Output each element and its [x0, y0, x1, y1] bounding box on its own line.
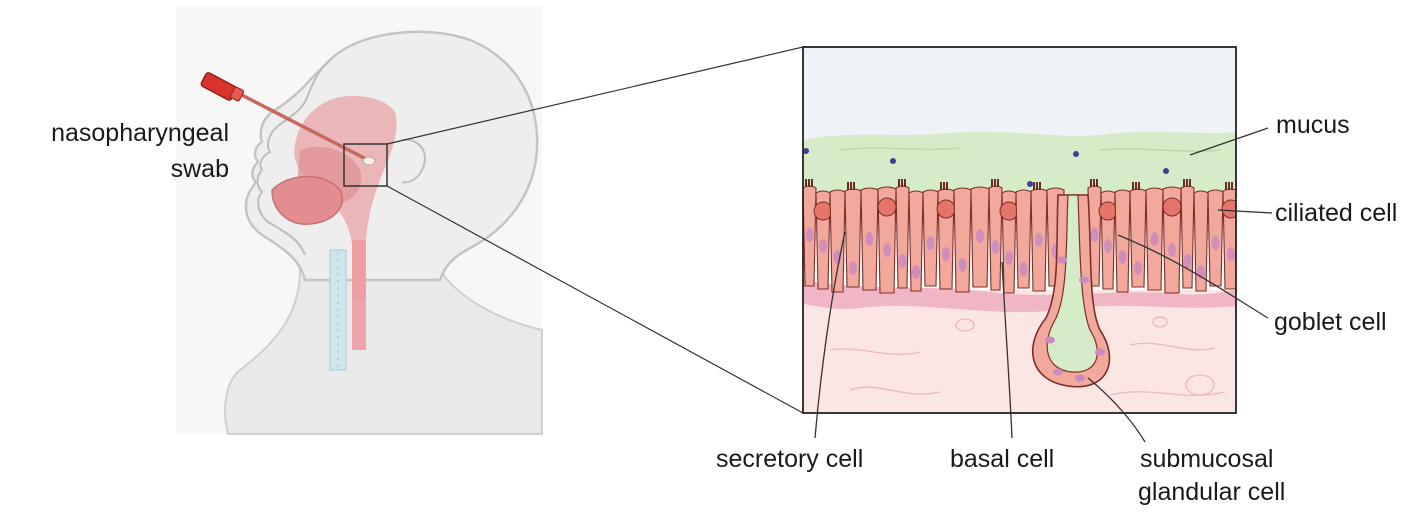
label-nasopharyngeal-line2: swab	[171, 155, 229, 183]
gland-nucleus	[1095, 349, 1105, 356]
epithelium-left-nucleus	[959, 258, 967, 272]
goblet-granule	[1163, 198, 1181, 216]
goblet-granule	[1099, 202, 1117, 220]
particle-dot	[890, 158, 896, 164]
particle-dot	[1027, 181, 1033, 187]
goblet-granule	[878, 198, 896, 216]
epithelium-left-cell	[989, 186, 1002, 290]
epithelium-right-nucleus	[1184, 254, 1192, 268]
goblet-granule	[814, 202, 832, 220]
epithelium-left-nucleus	[976, 229, 984, 243]
epithelium-right-nucleus	[1104, 239, 1112, 253]
label-nasopharyngeal-line1: nasopharyngeal	[51, 119, 229, 147]
gland-nucleus	[1075, 375, 1085, 382]
epithelium-left-nucleus	[883, 243, 891, 257]
epithelium-left-nucleus	[806, 228, 814, 242]
particle-dot	[803, 148, 809, 154]
epithelium-right-nucleus	[1151, 232, 1159, 246]
gland-nucleus	[1057, 257, 1067, 264]
epithelium-right-nucleus	[1091, 228, 1099, 242]
particle-dot	[1073, 151, 1079, 157]
epithelium-right-nucleus	[1168, 243, 1176, 257]
epithelium-right-nucleus	[1212, 236, 1220, 250]
epithelium-right-cell	[1115, 190, 1130, 292]
epithelium-left-cell	[954, 188, 971, 292]
label-goblet-cell: goblet cell	[1274, 308, 1387, 336]
goblet-granule	[937, 200, 955, 218]
epithelium-left-nucleus	[912, 265, 920, 279]
label-submucosal-line2: glandular cell	[1138, 478, 1285, 506]
epithelium-right-nucleus	[1134, 261, 1142, 275]
gland-nucleus	[1045, 337, 1055, 344]
epithelium-left-nucleus	[819, 239, 827, 253]
head-illustration	[176, 6, 542, 434]
label-basal-cell: basal cell	[950, 445, 1054, 473]
goblet-granule	[1000, 202, 1018, 220]
label-secretory-cell: secretory cell	[716, 445, 863, 473]
tissue-inset	[803, 47, 1240, 413]
epithelium-right-cell	[1181, 186, 1194, 288]
epithelium-left-nucleus	[866, 232, 874, 246]
label-submucosal-line1: submucosal	[1140, 445, 1273, 473]
epithelium-left-cell	[896, 186, 909, 288]
epithelium-right-nucleus	[1227, 247, 1235, 261]
epithelium-left-nucleus	[899, 254, 907, 268]
gland-nucleus	[1079, 277, 1089, 284]
epithelium-left-nucleus	[992, 240, 1000, 254]
epithelium-left-nucleus	[849, 261, 857, 275]
epithelium-left-nucleus	[1020, 262, 1028, 276]
label-ciliated-cell: ciliated cell	[1275, 199, 1397, 227]
epithelium-right-nucleus	[1119, 250, 1127, 264]
label-mucus: mucus	[1276, 111, 1350, 139]
epithelium-left-nucleus	[1005, 251, 1013, 265]
gland-nucleus	[1053, 369, 1063, 376]
epithelium-left-nucleus	[927, 236, 935, 250]
epithelium-left-nucleus	[1035, 233, 1043, 247]
epithelium-left-nucleus	[942, 247, 950, 261]
particle-dot	[1163, 168, 1169, 174]
goblet-granule	[1222, 200, 1240, 218]
